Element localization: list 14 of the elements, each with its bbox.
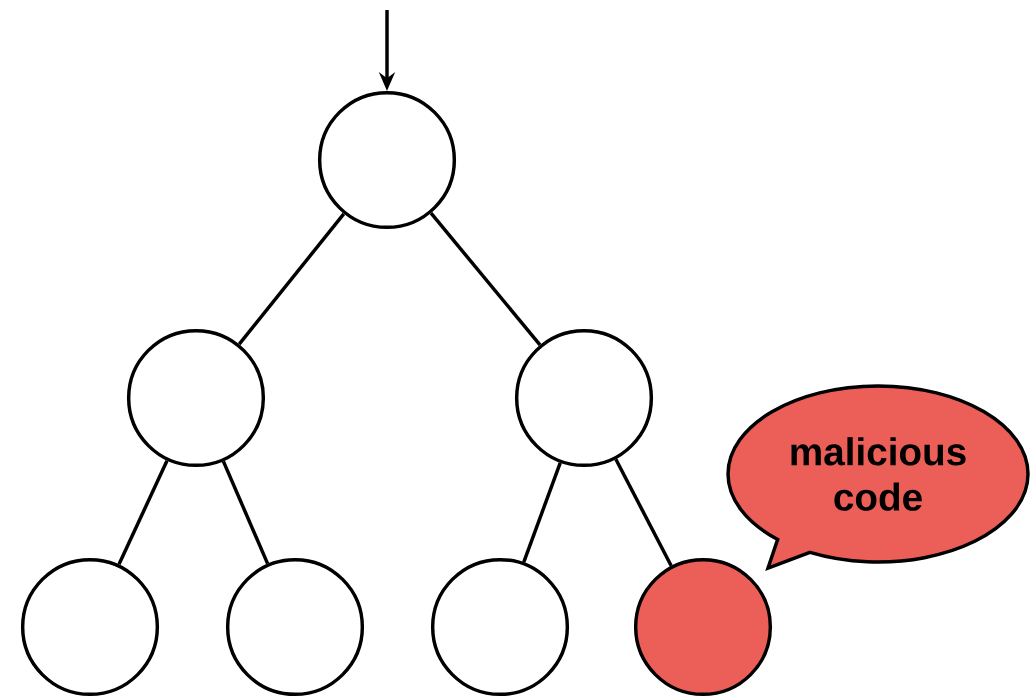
speech-bubble: malicious code bbox=[726, 384, 1030, 570]
tree-node-circle bbox=[126, 328, 266, 468]
tree-node-circle bbox=[430, 557, 570, 697]
tree-node-circle bbox=[225, 557, 365, 697]
tree-node-circle bbox=[514, 328, 654, 468]
tree-edge bbox=[221, 460, 270, 565]
tree-edge bbox=[237, 212, 346, 346]
tree-edge bbox=[117, 459, 169, 566]
tree-edge bbox=[522, 462, 562, 563]
tree-edge bbox=[614, 458, 673, 567]
tree-node-circle bbox=[317, 90, 457, 230]
tree-node-circle bbox=[633, 557, 773, 697]
tree-edge bbox=[429, 212, 542, 346]
tree-node-circle bbox=[20, 557, 160, 697]
